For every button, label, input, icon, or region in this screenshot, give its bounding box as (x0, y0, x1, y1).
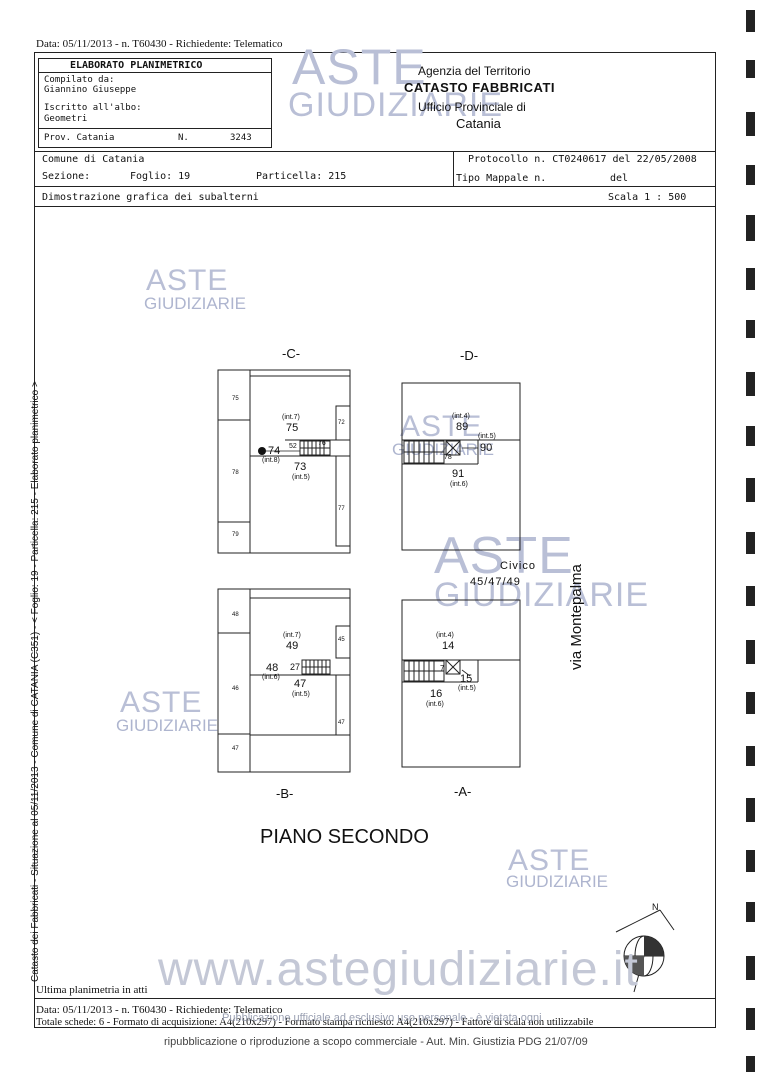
c-int8: (int.8) (262, 457, 280, 464)
civico-number: 45/47/49 (470, 576, 521, 588)
c-n74: 74 (268, 445, 281, 457)
c-n76: 76 (318, 440, 326, 447)
watermark-giudiziarie-3: GIUDIZIARIE (434, 576, 650, 614)
b-n47: 47 (294, 678, 307, 690)
prov: Prov. Catania (44, 133, 115, 143)
watermark-giudiziarie-header: GIUDIZIARIE (288, 86, 504, 124)
n-value: 3243 (230, 133, 252, 143)
b-left47: 47 (232, 746, 239, 752)
watermark-website: www.astegiudiziarie.it (158, 943, 639, 996)
compass-n-label: N (652, 902, 659, 912)
b-right45: 45 (338, 637, 345, 643)
b-int5: (int.5) (292, 691, 310, 698)
del-label: del (610, 173, 629, 184)
a-n7: 7 (440, 664, 445, 673)
d-int4: (int.4) (452, 413, 470, 420)
section-c-label: -C- (282, 346, 301, 361)
foglio: Foglio: 19 (130, 171, 191, 182)
compass-icon (615, 909, 675, 993)
floor-title: PIANO SECONDO (260, 826, 429, 848)
c-left78: 78 (232, 470, 239, 476)
c-n52: 52 (289, 443, 297, 450)
watermark-giudiziarie-5: GIUDIZIARIE (506, 872, 609, 891)
a-int4: (int.4) (436, 632, 454, 639)
b-right47: 47 (338, 720, 345, 726)
c-int5: (int.5) (292, 474, 310, 481)
section-d-label: -D- (460, 348, 479, 363)
b-int6: (int.6) (262, 674, 280, 681)
compilato-name: Giannino Giuseppe (44, 85, 137, 95)
watermark-aste-4: ASTE (120, 686, 203, 719)
comune: Comune di Catania (42, 154, 145, 165)
dimostrazione: Dimostrazione grafica dei subalterni (42, 192, 259, 203)
c-left75: 75 (232, 396, 239, 402)
d-n78: 78 (444, 454, 452, 461)
c-left79: 79 (232, 532, 239, 538)
b-left48: 48 (232, 612, 239, 618)
watermark-ripubblicazione: ripubblicazione o riproduzione a scopo c… (164, 1036, 588, 1048)
ultima-planimetria: Ultima planimetria in atti (36, 984, 148, 996)
iscritto-label: Iscritto all'albo: (44, 103, 142, 113)
watermark-aste-1: ASTE (146, 264, 229, 297)
c-int7: (int.7) (282, 414, 300, 421)
section-b-label: -B- (276, 786, 294, 801)
compilato-label: Compilato da: (44, 75, 115, 85)
n-label: N. (178, 133, 189, 143)
c-right77: 77 (338, 506, 345, 512)
sezione: Sezione: (42, 171, 91, 182)
d-int6: (int.6) (450, 481, 468, 488)
watermark-aste-5: ASTE (508, 844, 591, 877)
footer-totale-line: Totale schede: 6 - Formato di acquisizio… (36, 1017, 594, 1028)
protocollo: Protocollo n. CT0240617 del 22/05/2008 (468, 154, 697, 165)
agency-line2: CATASTO FABBRICATI (404, 80, 556, 95)
elaborato-box (38, 58, 272, 148)
a-n15: 15 (460, 673, 473, 685)
b-n27: 27 (290, 662, 301, 672)
watermark-giudiziarie-2: GIUDIZIARIE (392, 440, 495, 459)
particella: Particella: 215 (256, 171, 347, 182)
a-int5: (int.5) (458, 685, 476, 692)
footer-data-line: Data: 05/11/2013 - n. T60430 - Richieden… (36, 1004, 283, 1016)
watermark-giudiziarie-1: GIUDIZIARIE (144, 294, 247, 313)
d-int5: (int.5) (478, 433, 496, 440)
c-right72: 72 (338, 420, 345, 426)
albo: Geometri (44, 114, 88, 124)
watermark-aste-header: ASTE (292, 39, 427, 95)
a-n14: 14 (442, 640, 455, 652)
b-left46: 46 (232, 686, 239, 692)
header-line: Data: 05/11/2013 - n. T60430 - Richieden… (36, 38, 283, 50)
tipo-mappale: Tipo Mappale n. (456, 173, 547, 184)
agency-line3: Ufficio Provinciale di (418, 100, 526, 114)
b-int7: (int.7) (283, 632, 301, 639)
civico-label: Civico (500, 560, 536, 572)
a-n16: 16 (430, 688, 443, 700)
page-frame (34, 52, 716, 1028)
d-n89: 89 (456, 421, 469, 433)
elaborato-title: ELABORATO PLANIMETRICO (70, 60, 203, 71)
street-name: via Montepalma (568, 564, 585, 670)
watermark-aste-2: ASTE (400, 410, 483, 443)
c-n75: 75 (286, 422, 299, 434)
d-n91: 91 (452, 468, 465, 480)
agency-line4: Catania (456, 116, 501, 131)
b-n49: 49 (286, 640, 299, 652)
watermark-giudiziarie-4: GIUDIZIARIE (116, 716, 219, 735)
c-n73: 73 (294, 461, 307, 473)
watermark-pubblicazione: Pubblicazione ufficiale ad esclusivo uso… (222, 1012, 542, 1024)
d-n90: 90 (480, 442, 493, 454)
b-n48: 48 (266, 662, 279, 674)
agency-line1: Agenzia del Territorio (418, 64, 531, 78)
section-a-label: -A- (454, 784, 472, 799)
scala: Scala 1 : 500 (608, 192, 687, 203)
watermark-aste-3: ASTE (434, 527, 574, 585)
a-int6: (int.6) (426, 701, 444, 708)
